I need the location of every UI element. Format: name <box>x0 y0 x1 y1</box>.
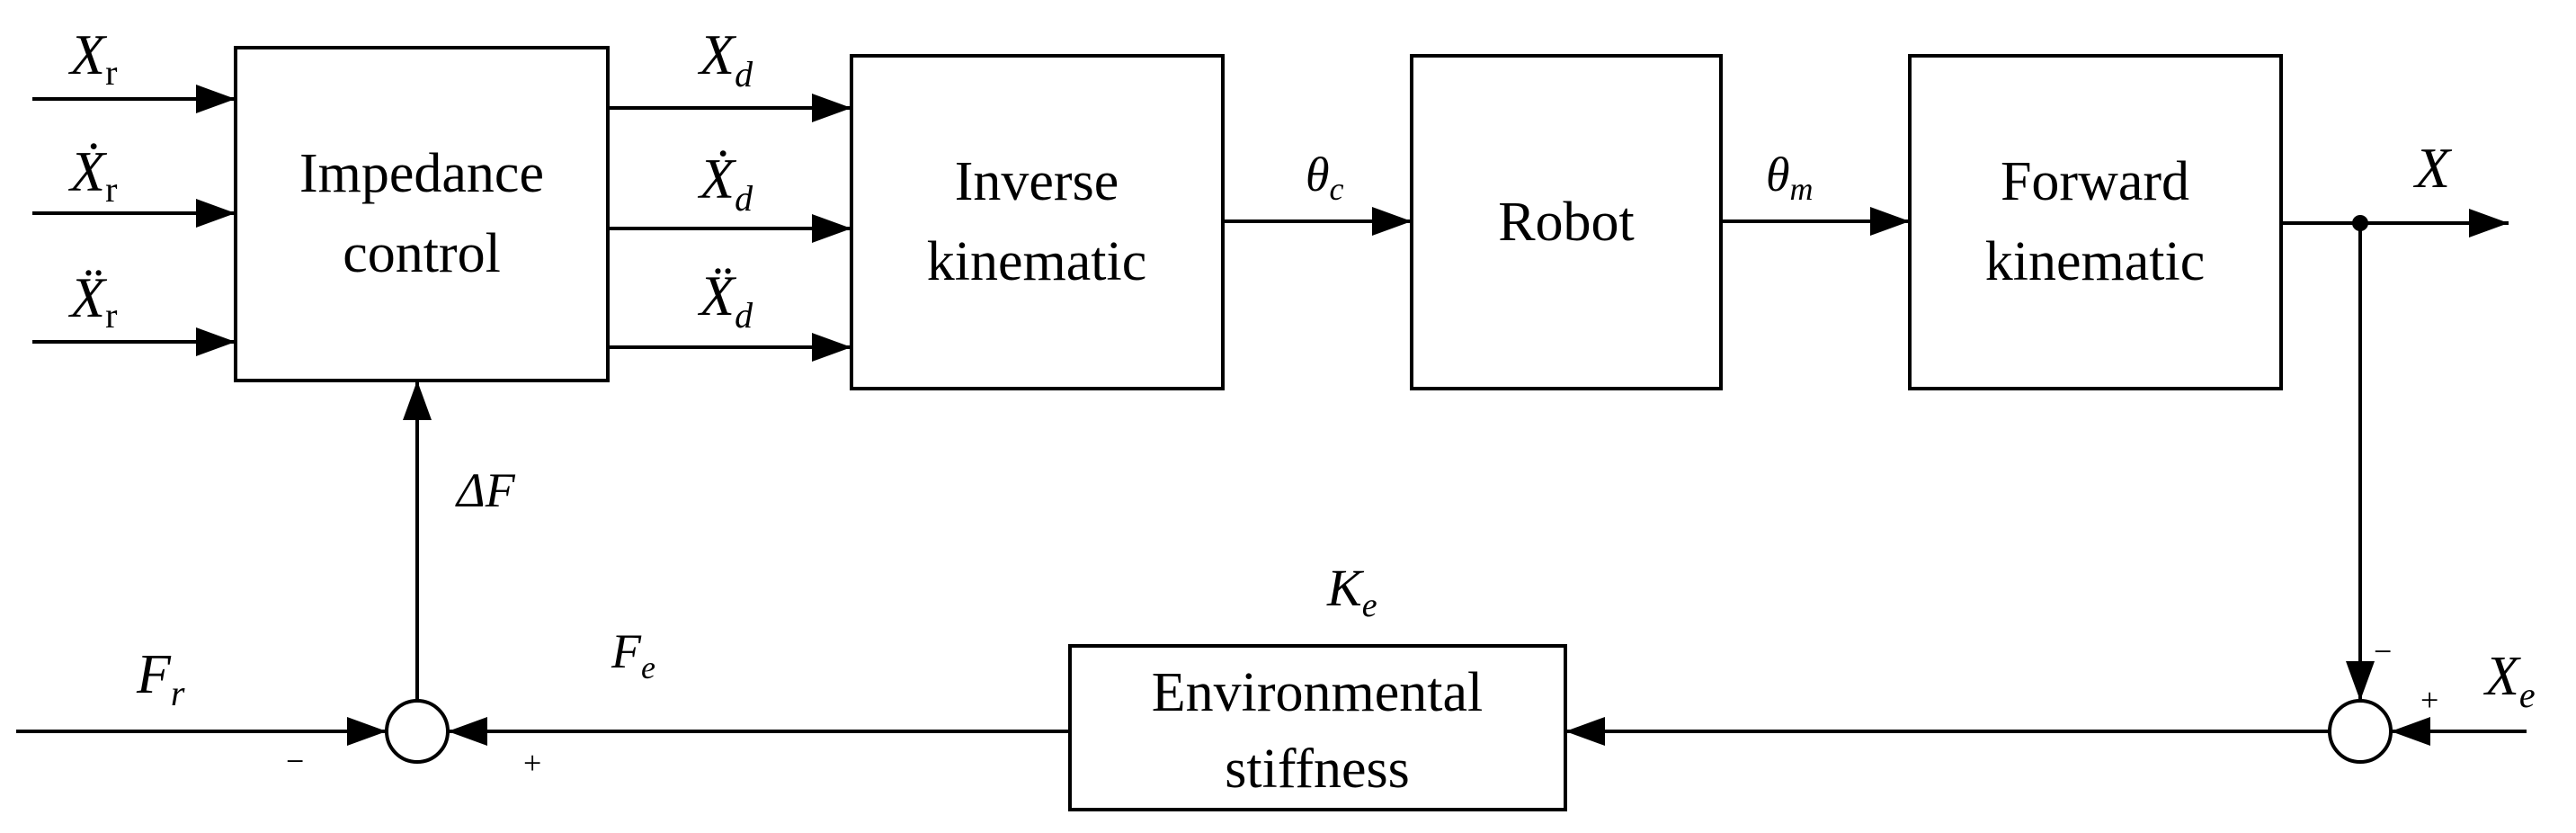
force-summing-junction <box>385 699 450 764</box>
fe-label: Fe <box>611 624 655 685</box>
environmental-stiffness-block: Environmental stiffness <box>1068 644 1567 811</box>
xe-label: Xe <box>2482 646 2536 715</box>
impedance-control-block: Impedance control <box>234 46 610 382</box>
x-minus-sign: − <box>2374 633 2392 669</box>
inverse-kinematic-label-1: Inverse <box>955 151 1119 212</box>
environmental-stiffness-label-1: Environmental <box>1152 662 1483 723</box>
forward-kinematic-label-1: Forward <box>2001 151 2189 212</box>
fr-label: Fr <box>136 644 185 713</box>
robot-label: Robot <box>1498 192 1635 253</box>
inverse-kinematic-label-2: kinematic <box>927 231 1146 292</box>
xr-ddot-label: Ẍr <box>67 265 117 336</box>
forward-kinematic-label-2: kinematic <box>1985 231 2205 292</box>
xe-plus-sign: + <box>2420 682 2438 718</box>
impedance-control-label-2: control <box>343 223 501 284</box>
fr-minus-sign: − <box>286 743 304 779</box>
theta-c-label: θc <box>1306 148 1344 207</box>
xr-label: Xr <box>67 22 117 93</box>
position-summing-junction <box>2328 699 2393 764</box>
xd-label: Xd <box>697 22 753 94</box>
forward-kinematic-block: Forward kinematic <box>1908 54 2283 390</box>
delta-f-label: ΔF <box>455 463 516 517</box>
xd-dot-label: Ẋd <box>697 147 753 219</box>
xd-ddot-label: Ẍd <box>697 264 753 336</box>
x-output-label: X <box>2412 136 2453 200</box>
theta-m-label: θm <box>1766 148 1814 207</box>
environmental-stiffness-label-2: stiffness <box>1225 739 1410 800</box>
inverse-kinematic-block: Inverse kinematic <box>850 54 1225 390</box>
impedance-control-label-1: Impedance <box>299 143 544 204</box>
xr-dot-label: Ẋr <box>67 139 117 210</box>
fe-plus-sign: + <box>523 745 541 781</box>
robot-block: Robot <box>1410 54 1723 390</box>
ke-label: Ke <box>1326 559 1377 624</box>
